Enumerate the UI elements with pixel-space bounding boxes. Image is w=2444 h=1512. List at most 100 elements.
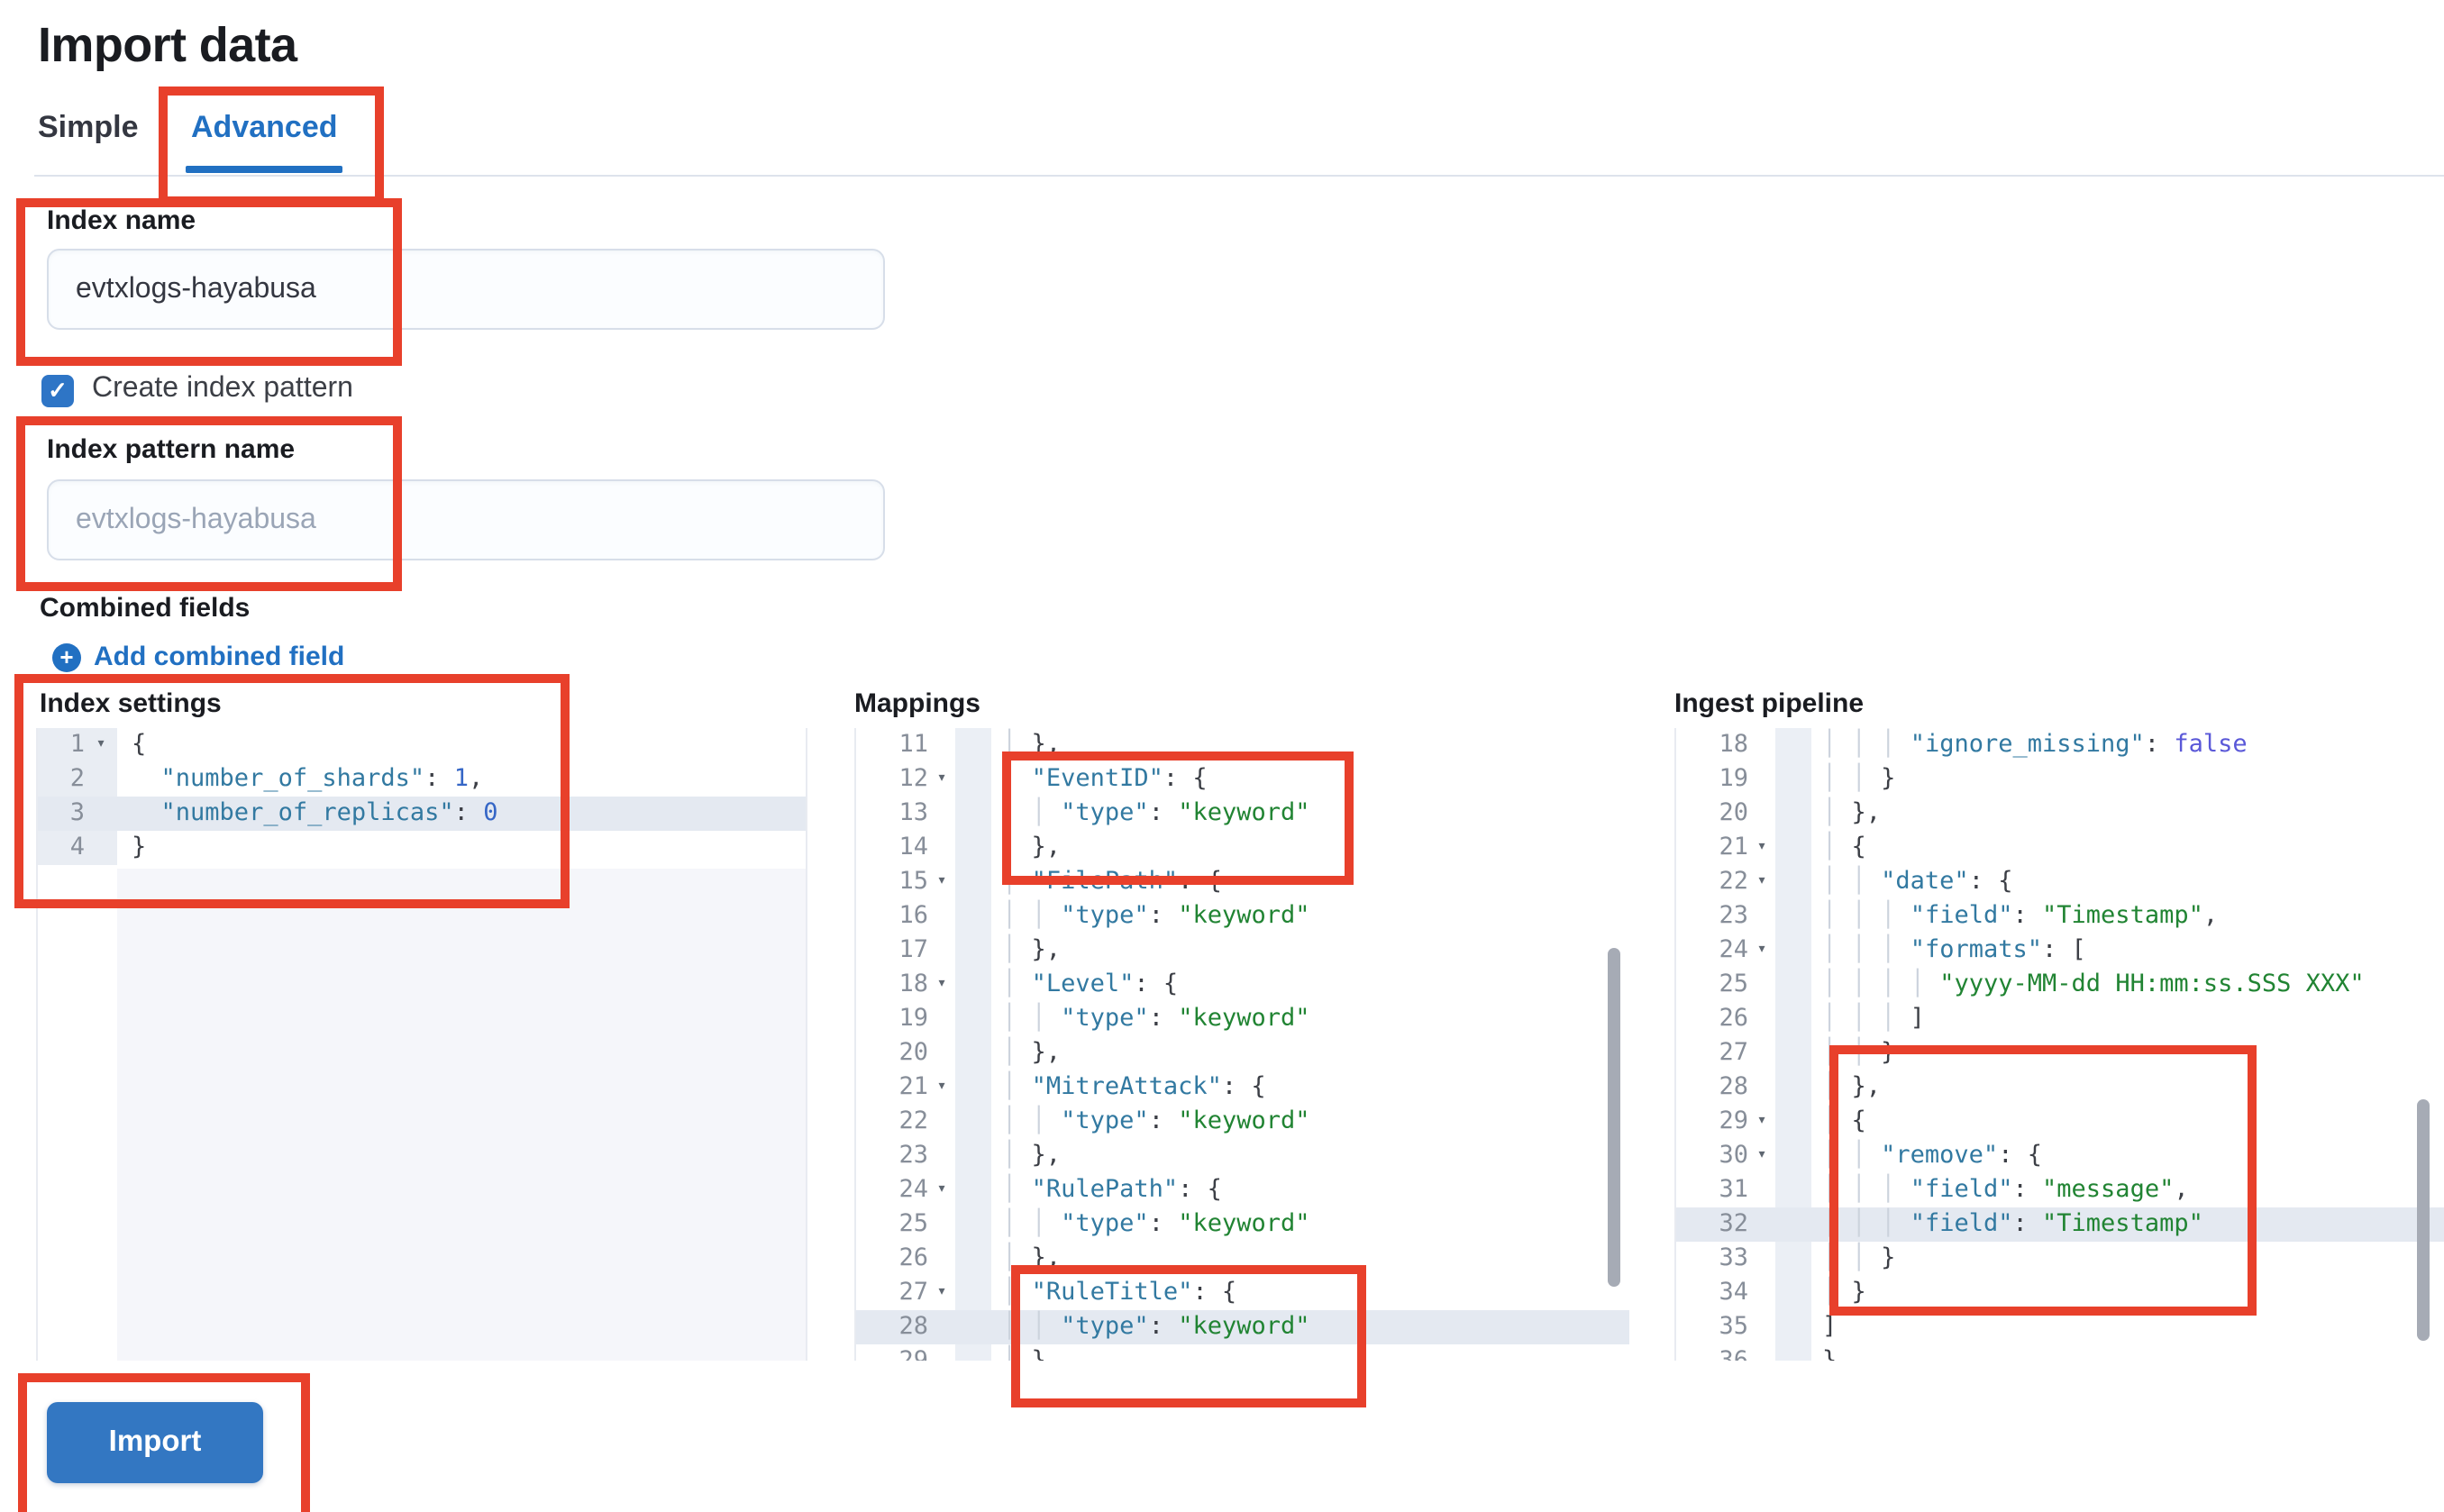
fold-arrow-icon[interactable]: ▾: [936, 1283, 947, 1301]
fold-gutter: [1748, 1002, 1775, 1036]
create-index-pattern-label[interactable]: Create index pattern: [92, 373, 353, 404]
code-text: }: [1822, 1346, 1838, 1361]
gutter-strip: [1775, 1242, 1811, 1276]
code-line-18: 18│ │ │ "ignore_missing": false: [1676, 728, 2444, 762]
fold-arrow-icon[interactable]: ▾: [85, 728, 117, 762]
ingest-scrollbar[interactable]: [2417, 1099, 2430, 1341]
line-number: 17: [898, 935, 928, 964]
line-number: 19: [898, 1004, 928, 1033]
line-number: 30: [1719, 1141, 1748, 1170]
gutter-strip: [1775, 865, 1811, 899]
code-line-22: 22│ │ "type": "keyword": [856, 1105, 1629, 1139]
gutter-strip: [955, 1173, 991, 1207]
fold-arrow-icon[interactable]: ▾: [936, 872, 947, 890]
line-number: 14: [898, 833, 928, 861]
plus-circle-icon[interactable]: +: [52, 643, 81, 672]
code-line-16: 16│ │ "type": "keyword": [856, 899, 1629, 934]
code-text: │ },: [1822, 1072, 1882, 1101]
fold-gutter: [1748, 968, 1775, 1002]
code-text: "number_of_replicas": 0: [160, 798, 498, 827]
line-number: 25: [1719, 970, 1748, 998]
create-index-pattern-checkbox[interactable]: ✓: [41, 375, 74, 407]
code-text: │ │ "type": "keyword": [1002, 901, 1310, 930]
add-combined-field-link[interactable]: Add combined field: [94, 642, 345, 672]
gutter-strip: [1775, 899, 1811, 934]
gutter-strip: [955, 831, 991, 865]
fold-arrow-icon[interactable]: ▾: [936, 1078, 947, 1096]
tab-simple[interactable]: Simple: [38, 110, 139, 144]
fold-gutter: [1748, 1173, 1775, 1207]
gutter-strip: [1775, 1036, 1811, 1070]
line-number: 11: [898, 730, 928, 759]
code-line-14: 14 │ },: [856, 831, 1629, 865]
gutter-strip: [955, 762, 991, 797]
line-number: 25: [898, 1209, 928, 1238]
code-line-19: 19│ │ }: [1676, 762, 2444, 797]
code-text: │ },: [1002, 1038, 1062, 1067]
fold-arrow-icon[interactable]: ▾: [1756, 1146, 1767, 1164]
gutter-strip: [1775, 728, 1811, 762]
fold-arrow-icon[interactable]: ▾: [1756, 838, 1767, 856]
index-pattern-name-input[interactable]: [47, 479, 885, 560]
tab-advanced[interactable]: Advanced: [191, 110, 338, 144]
mappings-scrollbar[interactable]: [1608, 948, 1620, 1287]
fold-arrow-icon[interactable]: ▾: [936, 770, 947, 788]
mappings-editor[interactable]: 11│ },12▾│ "EventID": {13│ │ "type": "ke…: [854, 728, 1629, 1361]
fold-gutter: [928, 831, 955, 865]
code-line-28: 28│ },: [1676, 1070, 2444, 1105]
code-line-25: 25│ │ │ │ "yyyy-MM-dd HH:mm:ss.SSS XXX": [1676, 968, 2444, 1002]
code-line-20: 20│ },: [856, 1036, 1629, 1070]
index-settings-editor[interactable]: 1▾{2 "number_of_shards": 1,3 "number_of_…: [36, 728, 807, 1361]
fold-gutter: [928, 1242, 955, 1276]
gutter-strip: [1775, 934, 1811, 968]
code-line-32: 32│ │ │ "field": "Timestamp": [1676, 1207, 2444, 1242]
gutter-strip: [1775, 1276, 1811, 1310]
fold-arrow-icon[interactable]: ▾: [936, 1180, 947, 1198]
code-text: │ │ │ "field": "Timestamp",: [1822, 901, 2219, 930]
line-number: 21: [1719, 833, 1748, 861]
fold-arrow-icon[interactable]: ▾: [1756, 1112, 1767, 1130]
code-line-31: 31│ │ │ "field": "message",: [1676, 1173, 2444, 1207]
fold-arrow-icon[interactable]: ▾: [1756, 941, 1767, 959]
import-button[interactable]: Import: [47, 1402, 263, 1483]
gutter-strip: [955, 1276, 991, 1310]
code-text: │ },: [1822, 798, 1882, 827]
page-title: Import data: [38, 18, 297, 72]
code-line-20: 20 │ },: [1676, 797, 2444, 831]
gutter-strip: [1775, 1002, 1811, 1036]
editor-empty-area: [117, 869, 806, 1361]
gutter-strip: [1775, 1139, 1811, 1173]
code-text: │ },: [1002, 1243, 1062, 1272]
line-number: 23: [898, 1141, 928, 1170]
line-number: 12: [898, 764, 928, 793]
line-number: 19: [1719, 764, 1748, 793]
index-name-input[interactable]: [47, 249, 885, 330]
fold-gutter: [1748, 1070, 1775, 1105]
line-number: 2: [38, 762, 85, 797]
fold-arrow-icon[interactable]: ▾: [936, 975, 947, 993]
code-line-23: 23 │ │ │ "field": "Timestamp",: [1676, 899, 2444, 934]
line-number: 13: [898, 798, 928, 827]
code-line-36: 36}: [1676, 1344, 2444, 1361]
fold-gutter: [1748, 728, 1775, 762]
code-line-13: 13│ │ "type": "keyword": [856, 797, 1629, 831]
code-line-30: 30▾│ │ "remove": {: [1676, 1139, 2444, 1173]
line-number: 23: [1719, 901, 1748, 930]
line-number: 34: [1719, 1278, 1748, 1307]
line-number: 20: [1719, 798, 1748, 827]
fold-gutter: [85, 831, 117, 865]
code-text: │ │ "type": "keyword": [1002, 1312, 1310, 1341]
code-line-22: 22▾│ │ "date": {: [1676, 865, 2444, 899]
fold-gutter: [928, 1105, 955, 1139]
fold-arrow-icon[interactable]: ▾: [1756, 872, 1767, 890]
gutter-strip: [955, 899, 991, 934]
line-number: 24: [898, 1175, 928, 1204]
gutter-strip: [955, 1070, 991, 1105]
line-number: 32: [1719, 1209, 1748, 1238]
fold-gutter: [928, 1139, 955, 1173]
fold-gutter: [1748, 762, 1775, 797]
code-text: │ },: [1002, 833, 1062, 861]
gutter-strip: [955, 1002, 991, 1036]
